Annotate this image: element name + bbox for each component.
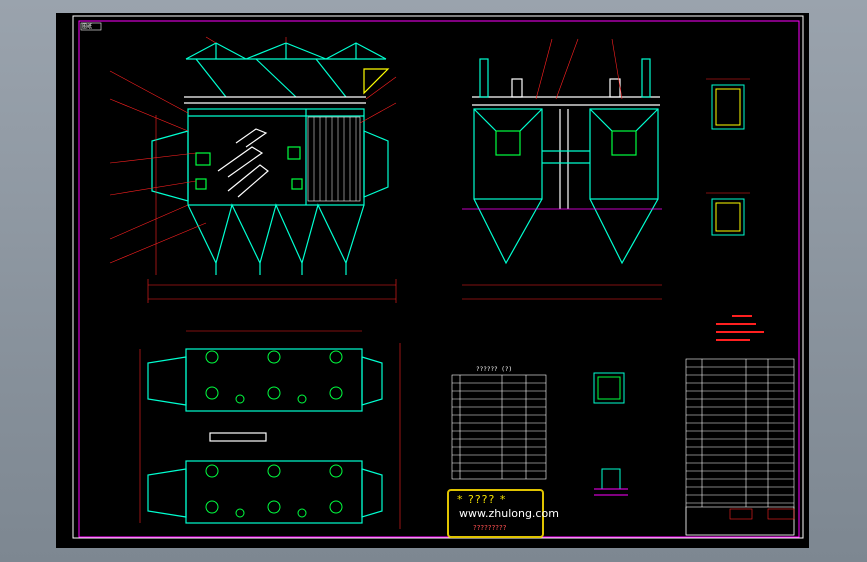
title-block xyxy=(685,358,795,536)
watermark-badge[interactable]: * ???? * www.zhulong.com ????????? xyxy=(447,489,559,538)
notes-block xyxy=(716,315,764,341)
side-leaders xyxy=(535,38,623,100)
watermark-line1: * ???? * xyxy=(457,493,507,506)
front-elevation xyxy=(147,42,397,303)
corner-tab xyxy=(80,22,102,31)
plan-view xyxy=(139,330,401,529)
cad-viewport[interactable]: 图纸 ?????? (?) * ???? * www.zhulong.com ?… xyxy=(56,13,809,548)
side-elevation xyxy=(462,58,662,300)
cad-drawing-sheet xyxy=(72,15,804,539)
corner-tab-label: 图纸 xyxy=(82,24,93,30)
parts-table xyxy=(451,374,547,480)
front-leaders xyxy=(109,36,397,264)
small-details xyxy=(593,372,628,496)
watermark-url[interactable]: www.zhulong.com xyxy=(459,507,559,520)
drawing-frame xyxy=(78,20,800,538)
parts-table-title: ?????? (?) xyxy=(476,366,513,373)
watermark-line3: ????????? xyxy=(473,524,507,532)
sheet-border xyxy=(72,15,804,539)
detail-views xyxy=(706,78,750,236)
plan-hoppers xyxy=(205,350,343,518)
